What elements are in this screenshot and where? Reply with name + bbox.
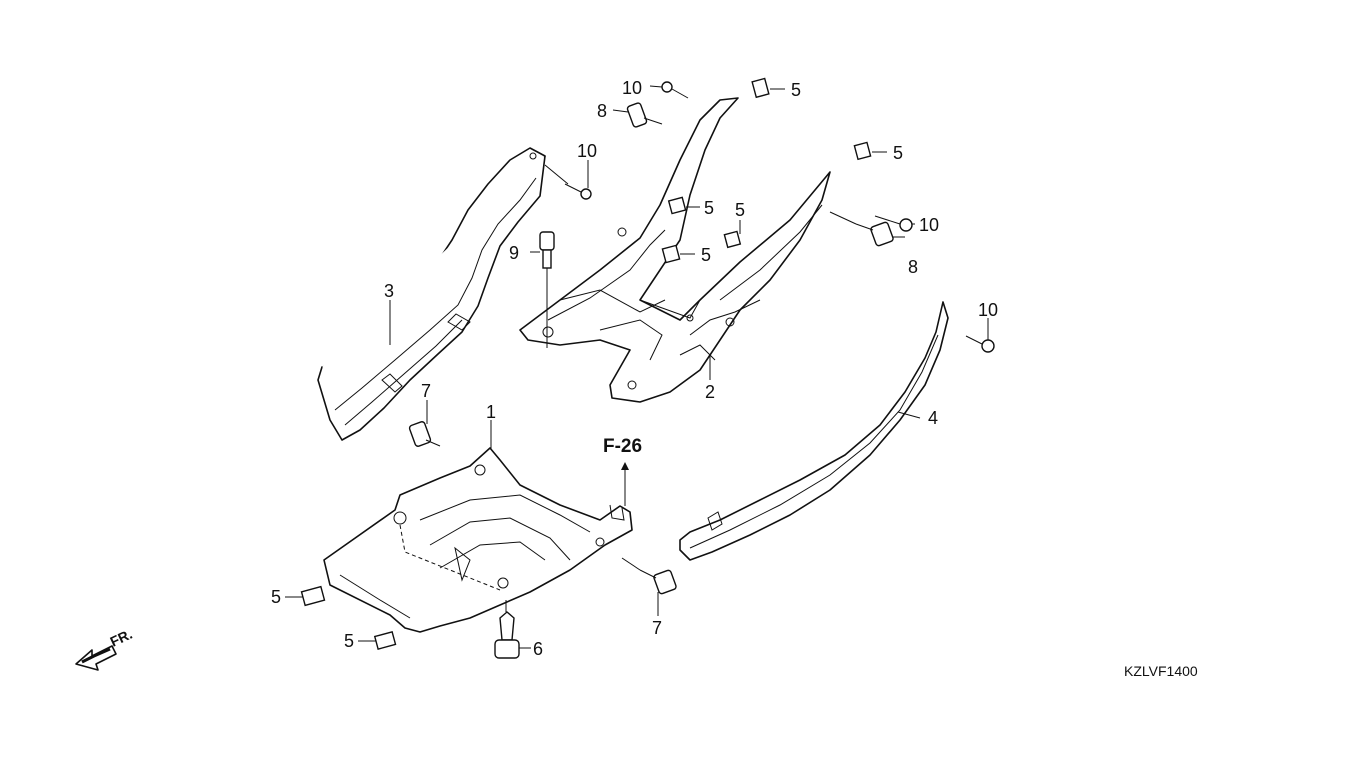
callout-5: 5 bbox=[791, 80, 801, 100]
screw-icon bbox=[661, 81, 689, 99]
clip-nut-icon bbox=[723, 230, 742, 249]
callout-5: 5 bbox=[344, 631, 354, 651]
front-arrow-icon bbox=[75, 645, 117, 671]
reference-label: F-26 bbox=[603, 436, 642, 457]
callout-8: 8 bbox=[597, 101, 607, 121]
clip-nut-icon bbox=[751, 77, 770, 99]
drawing-code: KZLVF1400 bbox=[1124, 663, 1198, 679]
callout-7: 7 bbox=[652, 618, 662, 638]
clip-nut-icon bbox=[667, 196, 687, 215]
callout-5: 5 bbox=[704, 198, 714, 218]
callout-5: 5 bbox=[271, 587, 281, 607]
leader-lines bbox=[285, 85, 989, 649]
callout-6: 6 bbox=[533, 639, 543, 659]
callout-10: 10 bbox=[978, 300, 998, 320]
reference-arrow-icon bbox=[621, 462, 629, 470]
screw-icon bbox=[965, 335, 995, 353]
clip-nut-icon bbox=[300, 585, 326, 607]
callout-7: 7 bbox=[421, 381, 431, 401]
trim-clip-icon bbox=[494, 611, 520, 659]
clip-nut-icon bbox=[661, 244, 681, 264]
callout-9: 9 bbox=[509, 243, 519, 263]
part-3-side-cover-left bbox=[317, 147, 546, 441]
flange-bolt-icon bbox=[626, 102, 663, 128]
callout-5: 5 bbox=[701, 245, 711, 265]
flange-bolt-icon bbox=[408, 421, 441, 447]
part-1-under-cover bbox=[323, 447, 633, 633]
callout-8: 8 bbox=[908, 257, 918, 277]
callout-4: 4 bbox=[928, 408, 938, 428]
clip-nut-icon bbox=[853, 141, 872, 161]
stud-bolt-icon bbox=[539, 231, 555, 269]
screw-icon bbox=[564, 183, 592, 200]
callout-3: 3 bbox=[384, 281, 394, 301]
front-label: FR. bbox=[108, 626, 135, 650]
callout-10: 10 bbox=[622, 78, 642, 98]
callout-1: 1 bbox=[486, 402, 496, 422]
clip-nut-icon bbox=[373, 631, 397, 650]
callout-10: 10 bbox=[919, 215, 939, 235]
front-direction-indicator: FR. bbox=[75, 626, 135, 671]
callout-5: 5 bbox=[735, 200, 745, 220]
screw-icon bbox=[874, 215, 913, 232]
part-2-floor-cover bbox=[519, 97, 831, 403]
callout-5: 5 bbox=[893, 143, 903, 163]
callout-10: 10 bbox=[577, 141, 597, 161]
callout-2: 2 bbox=[705, 382, 715, 402]
part-4-side-cover-right bbox=[679, 301, 949, 561]
flange-bolt-icon bbox=[639, 569, 677, 595]
flange-bolt-icon bbox=[855, 221, 894, 247]
